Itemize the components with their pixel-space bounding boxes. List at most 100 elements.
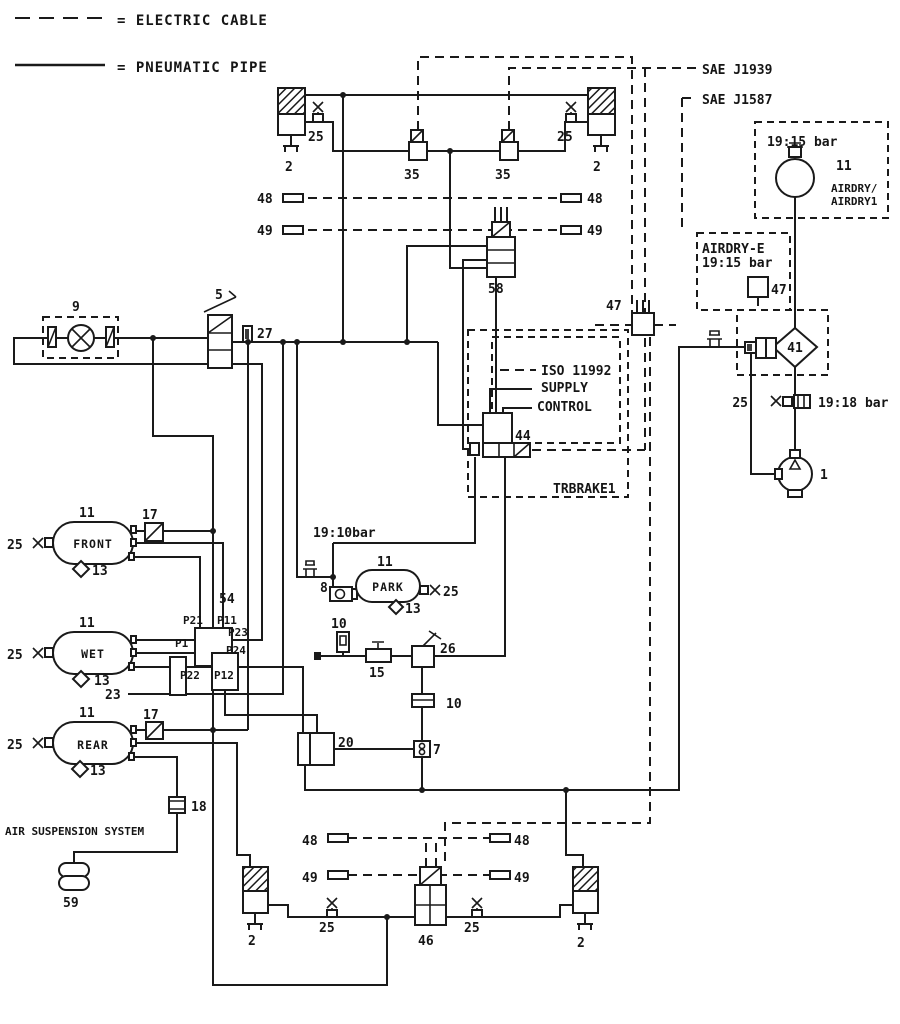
label-35-right: 35	[495, 168, 511, 183]
tank-wet-name: WET	[81, 647, 105, 661]
label-park-pressure: 19:10bar	[313, 526, 376, 541]
pipe	[449, 151, 487, 269]
pipe	[133, 542, 224, 628]
trailer-valve-44	[469, 412, 531, 458]
cable	[417, 56, 633, 313]
check-valve-8	[329, 586, 358, 602]
valve58-stubs	[494, 207, 508, 222]
label-13-rear: 13	[90, 764, 106, 779]
pipe	[446, 904, 573, 918]
label-25-bottom-right: 25	[464, 921, 480, 936]
airdry-box	[754, 121, 889, 219]
pipe	[332, 457, 476, 577]
connector-49-left	[282, 225, 304, 235]
label-41: 41	[787, 341, 803, 356]
label-54: 54	[219, 592, 235, 607]
label-15: 15	[369, 666, 385, 681]
pipe	[304, 346, 746, 791]
connector-49-bottom-left	[327, 870, 349, 880]
label-7: 7	[433, 743, 441, 758]
label-p24: P24	[226, 644, 246, 657]
pipe	[406, 245, 487, 342]
pipe	[152, 338, 388, 986]
label-25-top-right: 25	[557, 130, 573, 145]
valve-10b	[411, 693, 435, 708]
label-2-top-right: 2	[593, 160, 601, 175]
dashed-boxes	[42, 121, 889, 498]
label-58: 58	[488, 282, 504, 297]
valve-18	[168, 796, 186, 814]
test-valve-top-right	[565, 101, 577, 123]
label-49-bottom-right: 49	[514, 871, 530, 886]
label-supply: SUPPLY	[541, 381, 588, 396]
cable	[348, 837, 490, 876]
label-control: CONTROL	[537, 400, 592, 415]
valve-15	[365, 641, 392, 663]
label-18: 18	[191, 800, 207, 815]
tank-wet	[32, 631, 137, 689]
protection-valve-9	[47, 324, 115, 352]
label-11-rear: 11	[79, 706, 95, 721]
junction-dots	[150, 92, 569, 920]
label-25-dryer: 25	[732, 396, 748, 411]
label-17-rear: 17	[143, 708, 159, 723]
connector-47-mid	[631, 312, 655, 336]
control-pointer-line	[502, 407, 532, 413]
label-20: 20	[338, 736, 354, 751]
drain-cap-park	[303, 560, 317, 577]
label-11-airdry: 11	[836, 159, 852, 174]
test-valve-bottom-right	[471, 897, 483, 918]
legend	[15, 17, 105, 67]
label-dryer-out-pressure: 19:18 bar	[818, 396, 889, 411]
label-46: 46	[418, 934, 434, 949]
solenoid-valve-35-right	[499, 129, 519, 161]
regeneration-reservoir	[775, 142, 815, 198]
connector-48-left	[282, 193, 304, 203]
legend-electric-label: = ELECTRIC CABLE	[117, 13, 268, 29]
cable	[444, 337, 651, 867]
connector-48-bottom-right	[489, 833, 511, 843]
label-10a: 10	[331, 617, 347, 632]
label-iso-11992: ISO 11992	[541, 364, 611, 379]
connector-48-bottom-left	[327, 833, 349, 843]
label-2-bottom-left: 2	[248, 934, 256, 949]
tank-rear-name: REAR	[77, 738, 109, 752]
label-airdry-name-2: AIRDRY1	[831, 195, 878, 208]
label-sae-j1939: SAE J1939	[702, 63, 772, 78]
label-23: 23	[105, 688, 121, 703]
labels: = ELECTRIC CABLE = PNEUMATIC PIPE 25 2 2…	[5, 13, 889, 951]
label-13-front: 13	[92, 564, 108, 579]
label-9: 9	[72, 300, 80, 315]
label-trbrake: TRBRAKE1	[553, 482, 616, 497]
valve-5	[203, 290, 237, 369]
label-17-front: 17	[142, 508, 158, 523]
air-dryer-box	[736, 309, 829, 376]
tank-park	[355, 569, 441, 616]
air-bellows-59	[58, 862, 90, 891]
label-11-front: 11	[79, 506, 95, 521]
connector-stubs	[636, 300, 650, 313]
label-1-compressor: 1	[820, 468, 828, 483]
check-valve-19-18	[770, 394, 811, 409]
air-dryer-41	[744, 326, 819, 369]
test-valve-bottom-left	[326, 897, 338, 918]
label-48-bottom-left: 48	[302, 834, 318, 849]
electric-cables	[308, 56, 759, 876]
pipe	[268, 904, 415, 918]
pipe	[296, 342, 333, 578]
brake-chamber-bottom-left	[242, 866, 269, 930]
manifold-54	[169, 627, 239, 696]
solenoid-valve-35-left	[408, 129, 428, 161]
label-47-mid: 47	[606, 299, 622, 314]
label-48-bottom-right: 48	[514, 834, 530, 849]
cable	[681, 97, 697, 233]
cable	[425, 843, 437, 867]
brake-chamber-bottom-right	[572, 866, 599, 930]
label-25-wet: 25	[7, 648, 23, 663]
label-26: 26	[440, 642, 456, 657]
compressor-1	[774, 449, 813, 498]
port-nub	[314, 652, 321, 660]
protection-valve-box	[42, 316, 119, 359]
